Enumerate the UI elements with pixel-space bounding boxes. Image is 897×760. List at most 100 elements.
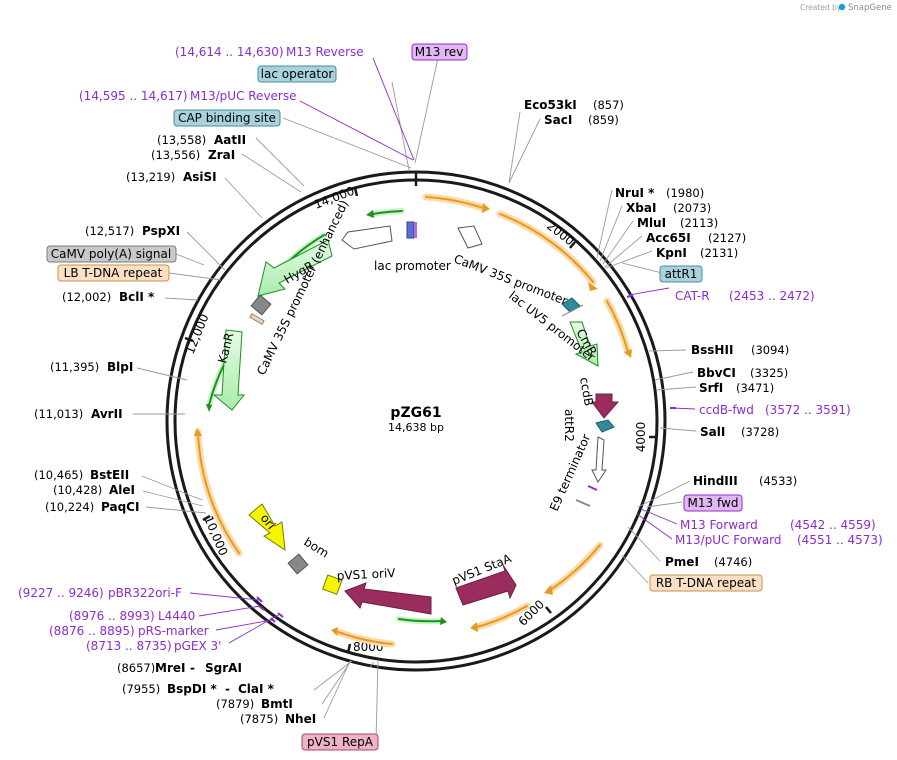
primer-m13-forward[interactable]: M13 Forward(4542 .. 4559) xyxy=(680,518,876,532)
svg-text:(8657): (8657) xyxy=(117,661,155,675)
feature-ccdb[interactable] xyxy=(591,393,620,419)
svg-text:Acc65I: Acc65I xyxy=(646,231,691,245)
svg-text:BlpI: BlpI xyxy=(107,360,133,374)
box-attr1[interactable]: attR1 xyxy=(659,265,703,283)
feature-attr2[interactable] xyxy=(595,419,615,433)
primer-pgex3[interactable]: (8713 .. 8735)pGEX 3' xyxy=(86,639,221,653)
primer-m13puc-reverse[interactable]: (14,595 .. 14,617)M13/pUC Reverse xyxy=(79,89,297,103)
feature-pvs1-oriv[interactable] xyxy=(344,582,432,615)
primer-m13-reverse[interactable]: (14,614 .. 14,630)M13 Reverse xyxy=(175,45,364,59)
site-pspxi[interactable]: (12,517)PspXI xyxy=(85,224,180,238)
label-bom: bom xyxy=(301,535,331,561)
primer-prs-marker[interactable]: (8876 .. 8895)pRS-marker xyxy=(49,624,209,638)
box-cap-binding-site[interactable]: CAP binding site xyxy=(173,109,281,127)
site-xbai[interactable]: XbaI(2073) xyxy=(626,201,711,215)
feature-camv35s[interactable] xyxy=(457,225,483,249)
site-bmti[interactable]: (7879) BmtI xyxy=(216,697,293,711)
box-m13-fwd[interactable]: M13 fwd xyxy=(683,494,743,512)
box-m13-rev[interactable]: M13 rev xyxy=(411,43,468,61)
primer-ccdb-fwd[interactable]: ccdB-fwd(3572 .. 3591) xyxy=(699,403,851,417)
snapgene-watermark: Created by SnapGene xyxy=(800,3,892,13)
svg-text:lac operator: lac operator xyxy=(261,67,334,81)
svg-text:BspDI *: BspDI * xyxy=(167,682,217,696)
svg-text:(10,428): (10,428) xyxy=(53,483,102,497)
feature-e9-terminator-arrow[interactable] xyxy=(591,436,607,483)
box-lac-operator[interactable]: lac operator xyxy=(257,65,337,83)
site-hindiii[interactable]: HindIII(4533) xyxy=(693,474,797,488)
site-srfi[interactable]: SrfI(3471) xyxy=(699,381,774,395)
site-nhei[interactable]: (7875)NheI xyxy=(240,712,316,726)
feature-bom[interactable] xyxy=(287,553,309,575)
svg-text:BclI *: BclI * xyxy=(119,290,155,304)
feature-m13-rev[interactable] xyxy=(414,222,417,238)
site-asisi[interactable]: (13,219) AsiSI xyxy=(126,170,217,184)
site-bspdi-clai[interactable]: (7955) BspDI * - ClaI * xyxy=(122,682,275,696)
site-kpni[interactable]: KpnI(2131) xyxy=(656,246,738,260)
feature-yellow-box[interactable] xyxy=(322,574,343,595)
svg-text:NheI: NheI xyxy=(285,712,316,726)
feature-lac-promoter-arrow[interactable] xyxy=(341,225,393,250)
svg-text:(8876 .. 8895): (8876 .. 8895) xyxy=(49,624,135,638)
feature-camv-polya[interactable] xyxy=(250,294,272,316)
box-rb-tdna-repeat[interactable]: RB T-DNA repeat xyxy=(649,574,763,592)
svg-text:ZraI: ZraI xyxy=(208,148,235,162)
primer-m13puc-forward[interactable]: M13/pUC Forward (4551 .. 4573) xyxy=(675,533,883,547)
site-acc65i[interactable]: Acc65I(2127) xyxy=(646,231,746,245)
feature-rb-tdna-mark xyxy=(575,499,591,507)
svg-text:BmtI: BmtI xyxy=(261,697,293,711)
primer-leader-lines xyxy=(189,57,696,644)
svg-text:AsiSI: AsiSI xyxy=(183,170,217,184)
site-bcli[interactable]: (12,002)BclI * xyxy=(62,290,155,304)
svg-text:M13/pUC Forward: M13/pUC Forward xyxy=(675,533,782,547)
site-alei[interactable]: (10,428)AleI xyxy=(53,483,135,497)
svg-text:(10,465): (10,465) xyxy=(34,468,83,482)
svg-text:(14,595 .. 14,617): (14,595 .. 14,617) xyxy=(79,89,188,103)
site-aatii[interactable]: (13,558)AatII xyxy=(157,133,246,147)
svg-text:MluI: MluI xyxy=(637,216,666,230)
site-pmei[interactable]: PmeI(4746) xyxy=(665,555,752,569)
site-bsteii[interactable]: (10,465)BstEII xyxy=(34,468,129,482)
site-blpi[interactable]: (11,395)BlpI xyxy=(50,360,133,374)
plasmid-length: 14,638 bp xyxy=(388,421,444,434)
site-nrui[interactable]: NruI *(1980) xyxy=(615,186,704,200)
svg-text:(2453 .. 2472): (2453 .. 2472) xyxy=(729,289,815,303)
site-eco53ki[interactable]: Eco53kI(857) xyxy=(524,98,624,112)
feature-cmr[interactable] xyxy=(569,321,599,367)
primer-l4440[interactable]: (8976 .. 8993)L4440 xyxy=(69,609,195,623)
svg-text:(2113): (2113) xyxy=(680,216,718,230)
site-zrai[interactable]: (13,556) ZraI xyxy=(151,148,235,162)
primer-cat-r[interactable]: CAT-R(2453 .. 2472) xyxy=(675,289,815,303)
box-camv-polya-signal[interactable]: CaMV poly(A) signal xyxy=(46,245,177,263)
box-pvs1-repa[interactable]: pVS1 RepA xyxy=(301,733,379,751)
site-saci[interactable]: SacI(859) xyxy=(544,113,619,127)
primer-pbr322ori-f[interactable]: (9227 .. 9246)pBR322ori-F xyxy=(18,586,182,600)
svg-text:(12,517): (12,517) xyxy=(85,224,134,238)
site-mlui[interactable]: MluI (2113) xyxy=(637,216,718,230)
site-sali[interactable]: SalI(3728) xyxy=(700,425,779,439)
feature-hygr[interactable] xyxy=(257,239,333,297)
site-bsshii[interactable]: BssHII(3094) xyxy=(691,343,789,357)
site-paqci[interactable]: (10,224)PaqCI xyxy=(45,500,139,514)
svg-text:(13,219): (13,219) xyxy=(126,170,175,184)
svg-text:(8976 .. 8993): (8976 .. 8993) xyxy=(69,609,155,623)
svg-text:(3325): (3325) xyxy=(750,366,788,380)
site-bbvci[interactable]: BbvCI (3325) xyxy=(697,366,788,380)
feature-ori[interactable] xyxy=(248,503,286,552)
svg-text:M13 fwd: M13 fwd xyxy=(688,496,739,510)
svg-text:(7879): (7879) xyxy=(216,697,254,711)
svg-text:(11,013): (11,013) xyxy=(34,407,83,421)
site-avrii[interactable]: (11,013)AvrII xyxy=(34,407,123,421)
feature-lb-tdna[interactable] xyxy=(249,313,265,325)
feature-kanr[interactable] xyxy=(212,329,246,411)
feature-cat-mark xyxy=(561,304,584,317)
site-mrei-sgrai[interactable]: (8657) MreI - SgrAI xyxy=(117,661,242,675)
tick-4000: 4000 xyxy=(634,422,648,453)
svg-text:(13,556): (13,556) xyxy=(151,148,200,162)
svg-text:(4551 .. 4573): (4551 .. 4573) xyxy=(797,533,883,547)
svg-text:SgrAI: SgrAI xyxy=(205,661,242,675)
box-lb-tdna-repeat[interactable]: LB T-DNA repeat xyxy=(57,264,170,282)
feature-lac-operator[interactable] xyxy=(406,221,415,239)
feature-pvs1-staa[interactable] xyxy=(455,564,517,606)
svg-text:BbvCI: BbvCI xyxy=(697,366,736,380)
